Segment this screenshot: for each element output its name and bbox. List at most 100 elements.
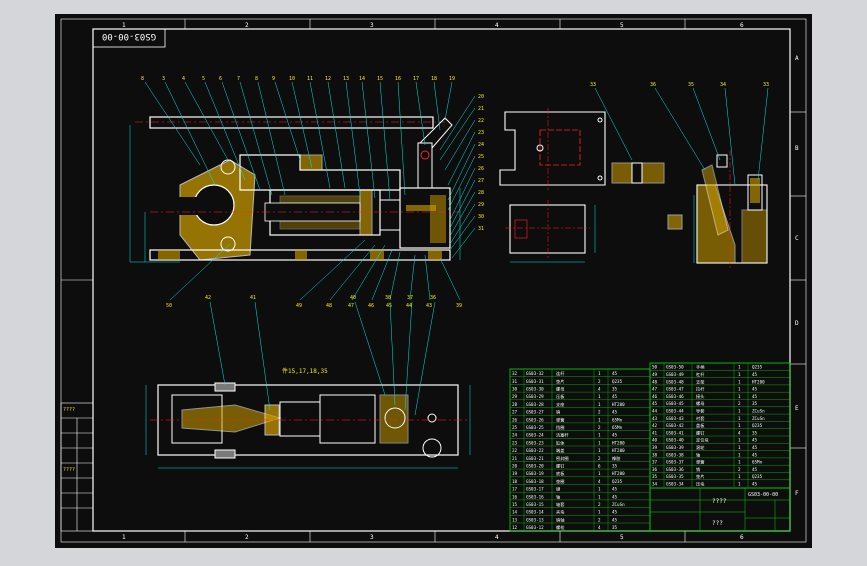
parts-right-cell: 2 bbox=[738, 401, 741, 406]
parts-left-cell: HT200 bbox=[612, 471, 625, 476]
title-block-sub: ??? bbox=[712, 520, 723, 527]
parts-right-cell: 1 bbox=[738, 482, 741, 487]
side-view bbox=[667, 150, 768, 268]
parts-right-cell: Q235 bbox=[752, 474, 763, 479]
zone-bottom-1: 1 bbox=[122, 534, 126, 541]
parts-left-cell: 轴套 bbox=[556, 501, 565, 508]
parts-left-cell: 垫圈 bbox=[556, 478, 564, 485]
parts-left-cell: 1 bbox=[598, 487, 601, 492]
parts-left-cell: 2 bbox=[598, 456, 601, 461]
parts-right-cell: 1 bbox=[738, 474, 741, 479]
parts-left-cell: 30 bbox=[512, 387, 518, 392]
parts-left-cell: 4 bbox=[598, 387, 601, 392]
parts-right-cell: 1 bbox=[738, 452, 741, 457]
parts-right-cell: 45 bbox=[752, 467, 758, 472]
code-box bbox=[92, 28, 166, 48]
svg-text:41: 41 bbox=[250, 295, 256, 301]
svg-text:36: 36 bbox=[650, 82, 656, 88]
parts-left-cell: Q235 bbox=[612, 379, 623, 384]
parts-right-cell: 1 bbox=[738, 460, 741, 465]
parts-right-cell: 38 bbox=[652, 452, 658, 457]
parts-right-cell: 接头 bbox=[696, 393, 704, 400]
parts-left-cell: 1 bbox=[598, 440, 601, 445]
svg-text:8: 8 bbox=[141, 76, 144, 82]
parts-left-cell: 13 bbox=[512, 517, 518, 522]
parts-left-cell: 4 bbox=[598, 479, 601, 484]
parts-left-cell: GS03-32 bbox=[526, 371, 544, 376]
parts-left-cell: 27 bbox=[512, 410, 518, 415]
svg-text:35: 35 bbox=[688, 82, 694, 88]
parts-right-cell: 36 bbox=[652, 467, 658, 472]
plate-detail-view: 33 bbox=[499, 82, 665, 263]
parts-left-cell: GS03-31 bbox=[526, 379, 544, 384]
svg-text:25: 25 bbox=[478, 154, 484, 160]
zone-bottom-2: 2 bbox=[245, 534, 249, 541]
right-zone-labels: A B C D E F bbox=[795, 55, 799, 497]
svg-text:45: 45 bbox=[386, 303, 392, 309]
parts-right-cell: 43 bbox=[652, 416, 658, 421]
parts-left-cell: 35 bbox=[612, 387, 618, 392]
parts-left-cell: 1 bbox=[598, 394, 601, 399]
parts-right-cell: Q235 bbox=[752, 423, 763, 428]
parts-left-cell: 1 bbox=[598, 494, 601, 499]
parts-left-cell: 35 bbox=[612, 525, 618, 530]
parts-left-cell: 弹簧 bbox=[556, 416, 564, 423]
svg-text:40: 40 bbox=[350, 295, 356, 301]
title-block bbox=[649, 487, 791, 532]
parts-left-cell: GS03-12 bbox=[526, 525, 544, 530]
parts-left-cell: GS03-23 bbox=[526, 440, 544, 445]
parts-left-cell: GS03-25 bbox=[526, 425, 544, 430]
parts-right-cell: GS03-49 bbox=[666, 372, 684, 377]
parts-left-cell: 45 bbox=[612, 510, 618, 515]
plan-view bbox=[145, 382, 471, 469]
parts-left-cell: 45 bbox=[612, 517, 618, 522]
parts-right-cell: 2 bbox=[738, 467, 741, 472]
parts-left-cell: 轴 bbox=[556, 493, 560, 500]
parts-left-cell: Q235 bbox=[612, 479, 623, 484]
parts-right-cell: 37 bbox=[652, 460, 658, 465]
section-note: 件15,17,18,35 bbox=[282, 367, 328, 375]
parts-right-cell: 1 bbox=[738, 387, 741, 392]
parts-left-cell: 45 bbox=[612, 371, 618, 376]
front-view bbox=[129, 116, 461, 263]
parts-left-cell: 26 bbox=[512, 417, 518, 422]
svg-text:9: 9 bbox=[272, 76, 275, 82]
parts-left-cell: 45 bbox=[612, 433, 618, 438]
zone-bottom-5: 5 bbox=[620, 534, 624, 541]
parts-left-cell: 17 bbox=[512, 487, 518, 492]
svg-text:4: 4 bbox=[182, 76, 185, 82]
parts-left-cell: GS03-20 bbox=[526, 464, 544, 469]
zone-right-f: F bbox=[795, 490, 799, 497]
zone-top-3: 3 bbox=[370, 22, 374, 29]
parts-left-cell: 65Mn bbox=[612, 417, 623, 422]
parts-right-cell: 1 bbox=[738, 372, 741, 377]
plan-leaders bbox=[209, 301, 436, 416]
zone-markers bbox=[61, 19, 806, 542]
left-strip-label-1: ???? bbox=[63, 407, 75, 413]
parts-left-cell: 25 bbox=[512, 425, 518, 430]
parts-left-cell: HT200 bbox=[612, 402, 625, 407]
parts-right-cell: GS03-46 bbox=[666, 394, 684, 399]
parts-left-cell: GS03-22 bbox=[526, 448, 544, 453]
parts-left-cell: GS03-16 bbox=[526, 494, 544, 499]
parts-right-cell: 49 bbox=[652, 372, 658, 377]
svg-text:22: 22 bbox=[478, 118, 484, 124]
parts-right-cell: 40 bbox=[652, 438, 658, 443]
parts-left-cell: 31 bbox=[512, 379, 518, 384]
parts-left-cell: 23 bbox=[512, 440, 518, 445]
parts-left-cell: 螺钉 bbox=[556, 463, 565, 470]
parts-right-cell: GS03-44 bbox=[666, 409, 684, 414]
parts-left-cell: 14 bbox=[512, 510, 518, 515]
parts-left-cell: 4 bbox=[598, 525, 601, 530]
parts-right-cell: 34 bbox=[652, 482, 658, 487]
parts-right-cell: GS03-39 bbox=[666, 445, 684, 450]
parts-left-cell: GS03-19 bbox=[526, 471, 544, 476]
parts-right-cell: 1 bbox=[738, 416, 741, 421]
svg-text:17: 17 bbox=[413, 76, 419, 82]
svg-text:24: 24 bbox=[478, 142, 484, 148]
svg-text:38: 38 bbox=[385, 295, 391, 301]
svg-text:43: 43 bbox=[426, 303, 432, 309]
svg-text:16: 16 bbox=[395, 76, 401, 82]
svg-text:6: 6 bbox=[219, 76, 222, 82]
